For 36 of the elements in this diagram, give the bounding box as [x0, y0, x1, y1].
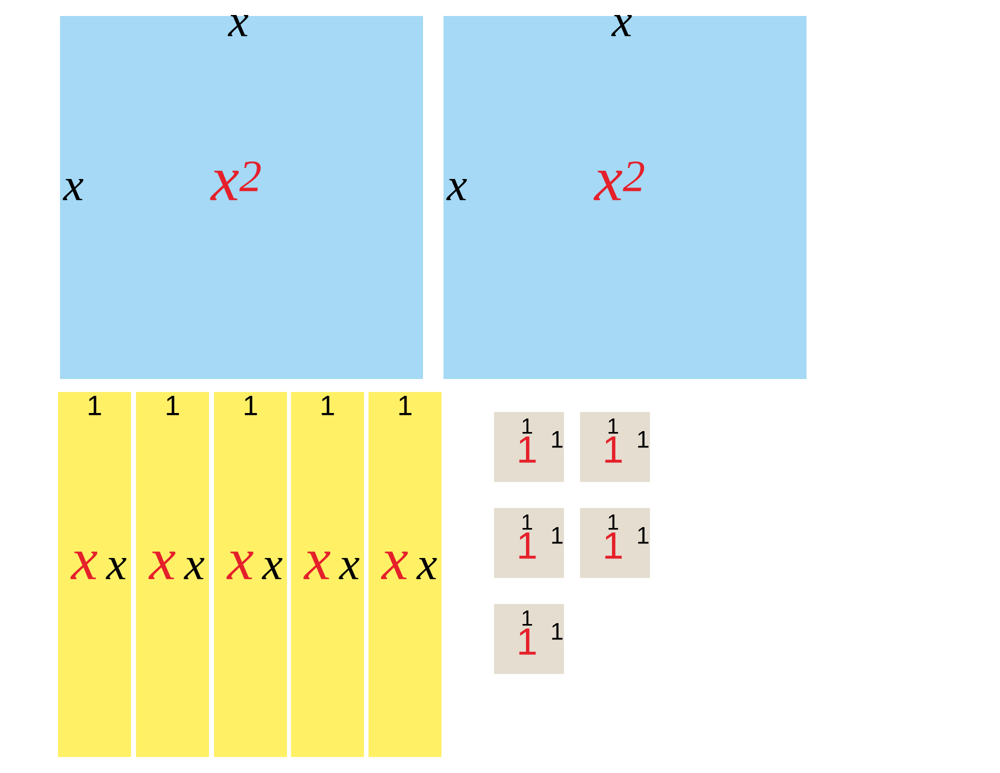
- side-label: x: [611, 15, 632, 36]
- side-label: x: [106, 558, 126, 580]
- area-label: 1: [519, 532, 536, 559]
- side-label: 1: [399, 396, 412, 416]
- side-label: 1: [638, 527, 648, 544]
- area-label: 1: [519, 628, 536, 655]
- side-label: 1: [244, 396, 257, 416]
- side-label: 1: [522, 514, 532, 530]
- side-label: 1: [638, 431, 648, 448]
- side-label: 1: [608, 418, 618, 434]
- side-label: 1: [166, 396, 179, 416]
- area-label: 1: [605, 436, 622, 463]
- side-label: x: [184, 558, 204, 580]
- area-label: x: [303, 552, 330, 580]
- side-label: 1: [522, 610, 532, 626]
- area-label: 1: [519, 436, 536, 463]
- side-label: x: [62, 179, 84, 200]
- area-label: x: [148, 552, 176, 580]
- area-label: 1: [605, 532, 622, 559]
- side-label: 1: [552, 527, 562, 544]
- side-label: x: [262, 558, 282, 580]
- side-label: x: [416, 558, 437, 580]
- side-label: 1: [552, 431, 562, 448]
- side-label: 1: [608, 514, 618, 530]
- side-label: 1: [322, 396, 334, 416]
- side-label: 1: [88, 396, 101, 416]
- area-label: x: [380, 552, 408, 580]
- side-label: x: [446, 179, 467, 200]
- area-label: x$^{2}$: [594, 161, 644, 200]
- side-label: 1: [552, 623, 562, 640]
- area-label: x: [226, 552, 254, 580]
- side-label: 1: [522, 418, 532, 434]
- side-label: x: [338, 558, 360, 580]
- area-label: x$^{2}$: [210, 161, 261, 200]
- area-label: x: [70, 552, 98, 580]
- side-label: x: [228, 15, 248, 36]
